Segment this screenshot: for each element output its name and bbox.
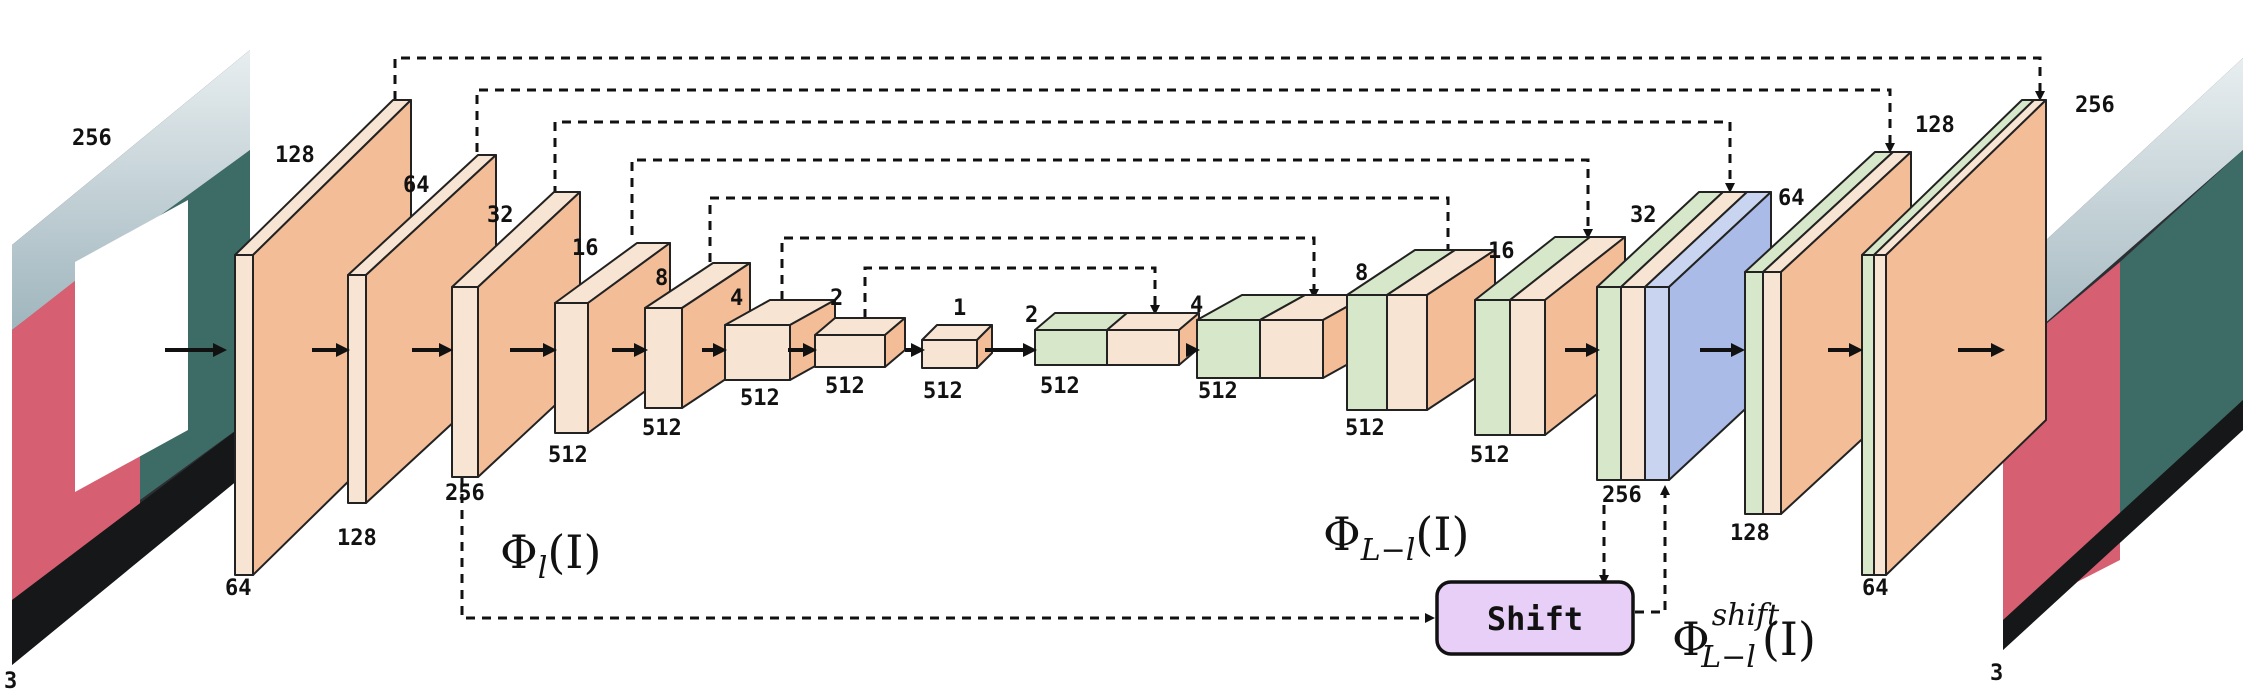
enc5-size-label: 8 [655,266,668,291]
dec7-channels-label: 64 [1862,576,1889,601]
shift-label: Shift [1487,600,1583,638]
shift-to-decoder-link [1635,485,1670,614]
dec-block-7-front-0 [1861,254,1875,576]
skip-connections [393,56,2045,623]
dec-block-3-front-0 [1346,294,1388,411]
dec-block-2-front-0 [1196,319,1261,379]
dec5-channels-label: 256 [1602,483,1642,508]
enc-block-3-front-0 [451,286,479,478]
dec6-channels-label: 128 [1730,521,1770,546]
enc1-size-label: 128 [275,143,315,168]
enc4-channels-label: 512 [548,443,588,468]
enc-block-7 [814,317,906,368]
output-size-label: 256 [2075,93,2115,118]
dec-block-4-front-0 [1474,299,1511,436]
enc-block-2-front-0 [347,274,367,504]
enc5-channels-label: 512 [642,416,682,441]
enc3-channels-label: 256 [445,481,485,506]
enc-block-5-front-0 [644,307,683,409]
dec-block-1-front-1 [1106,329,1180,366]
skip-link-5 [708,196,1453,262]
dec-block-2 [1196,294,1369,379]
dec-block-7 [1861,99,2047,576]
dimension-labels: 256 3 256 3 128 64 64 128 32 256 16 512 … [4,93,2115,694]
enc6-channels-label: 512 [740,386,780,411]
phi-L-minus-l-label: ΦL−l(I) [1323,507,1469,568]
enc-block-7-front-0 [814,334,886,368]
masked-hole [75,200,188,492]
dec-block-5-front-2 [1644,286,1670,481]
enc8-channels-label: 512 [923,379,963,404]
output-channels-label: 3 [1990,661,2003,686]
dec-block-1-front-0 [1034,329,1108,366]
dec-block-1 [1034,312,1200,366]
dec7-size-label: 128 [1915,113,1955,138]
phi-l-to-shift-link [460,478,1435,623]
skip-link-3 [553,120,1735,195]
dec2-channels-label: 512 [1198,379,1238,404]
shift-box [1435,580,1635,656]
enc7-size-label: 2 [830,286,843,311]
enc3-size-label: 32 [487,203,514,228]
enc8-size-label: 1 [953,296,966,321]
dec-block-5 [1596,191,1772,481]
dec-block-3 [1346,249,1496,411]
enc-block-4-front-0 [554,302,589,434]
dec-block-3-front-1 [1386,294,1428,411]
phi-l-label: Φl(I) [500,525,601,586]
dec2-size-label: 4 [1190,293,1203,318]
enc1-channels-label: 64 [225,576,252,601]
input-image [12,50,250,665]
dec-block-6-front-0 [1744,271,1764,515]
dec-block-6-front-1 [1762,271,1782,515]
enc2-channels-label: 128 [337,526,377,551]
skip-link-1 [393,56,2045,101]
dec-block-2-front-1 [1259,319,1324,379]
skip-link-4 [630,158,1593,239]
shift-block: Shift [1435,580,1635,656]
skip-link-6 [780,236,1319,300]
enc-block-1-front-0 [234,254,254,576]
enc-block-8-front-0 [921,339,978,369]
dec3-size-label: 8 [1355,261,1368,286]
enc6-size-label: 4 [730,286,743,311]
dec-block-4-front-1 [1509,299,1546,436]
dec1-channels-label: 512 [1040,374,1080,399]
enc-block-2 [347,154,497,504]
skip-link-7 [863,266,1160,318]
enc7-channels-label: 512 [825,374,865,399]
dec6-size-label: 64 [1778,186,1805,211]
input-channels-label: 3 [4,669,17,694]
dec3-channels-label: 512 [1345,416,1385,441]
dec-block-7-front-1 [1873,254,1887,576]
input-size-label: 256 [72,126,112,151]
network-layers [234,99,2047,576]
dec4-size-label: 16 [1488,239,1515,264]
dec5-size-label: 32 [1630,203,1657,228]
dec-block-5-front-1 [1620,286,1646,481]
dec1-size-label: 2 [1025,303,1038,328]
enc4-size-label: 16 [572,236,599,261]
enc2-size-label: 64 [403,173,430,198]
dec4-channels-label: 512 [1470,443,1510,468]
enc-block-6-front-0 [724,324,791,381]
enc-block-8 [921,324,993,369]
skip-link-2 [475,88,1895,153]
dec-block-5-front-0 [1596,286,1622,481]
